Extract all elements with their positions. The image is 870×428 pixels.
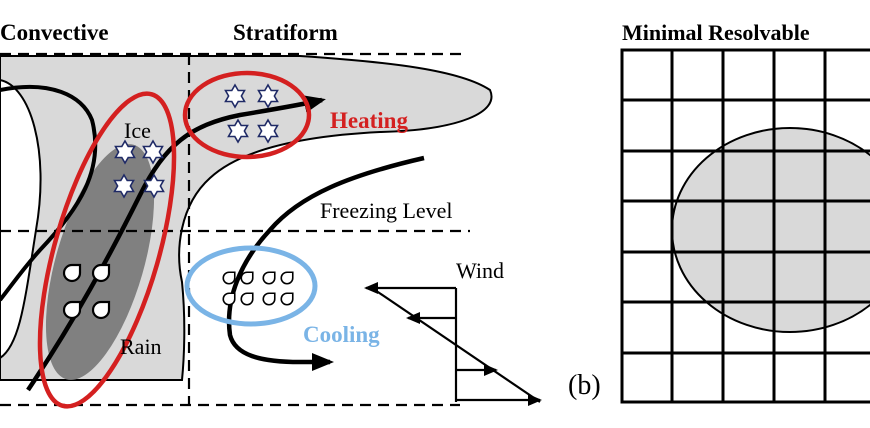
raindrop-icon — [240, 271, 254, 285]
stratiform-descent-curve — [226, 155, 425, 371]
heating-ellipse-convective — [37, 91, 177, 409]
rain-label: Rain — [120, 334, 162, 359]
raindrop-icon — [262, 271, 276, 285]
freezing-level-label: Freezing Level — [320, 198, 453, 223]
header-stratiform: Stratiform — [233, 20, 338, 45]
resolvable-grid — [620, 48, 870, 404]
wind-label: Wind — [456, 258, 504, 283]
raindrop-icon — [62, 263, 82, 283]
header-convective: Convective — [0, 20, 109, 45]
cooling-label: Cooling — [303, 322, 380, 347]
grid-frame — [620, 48, 870, 404]
raindrop-icon — [280, 271, 294, 285]
cooling-ellipse — [184, 245, 318, 327]
panel-b-label: (b) — [568, 370, 601, 401]
ice-label: Ice — [124, 118, 151, 143]
heating-ellipse-stratiform — [182, 70, 312, 160]
raindrop-icon — [91, 300, 111, 320]
wind-shear-line — [371, 287, 541, 403]
updraft-curve — [0, 84, 98, 302]
raindrop-icon — [62, 300, 82, 320]
raindrop-icon — [262, 292, 276, 306]
raindrop-icon — [222, 292, 236, 306]
raindrop-icon — [222, 271, 236, 285]
header-minimal-resolvable: Minimal Resolvable — [622, 20, 810, 45]
wind-profile — [364, 282, 542, 406]
raindrop-icon — [91, 263, 111, 283]
raindrop-icon — [240, 292, 254, 306]
raindrop-icon — [280, 292, 294, 306]
heating-label: Heating — [330, 108, 408, 133]
